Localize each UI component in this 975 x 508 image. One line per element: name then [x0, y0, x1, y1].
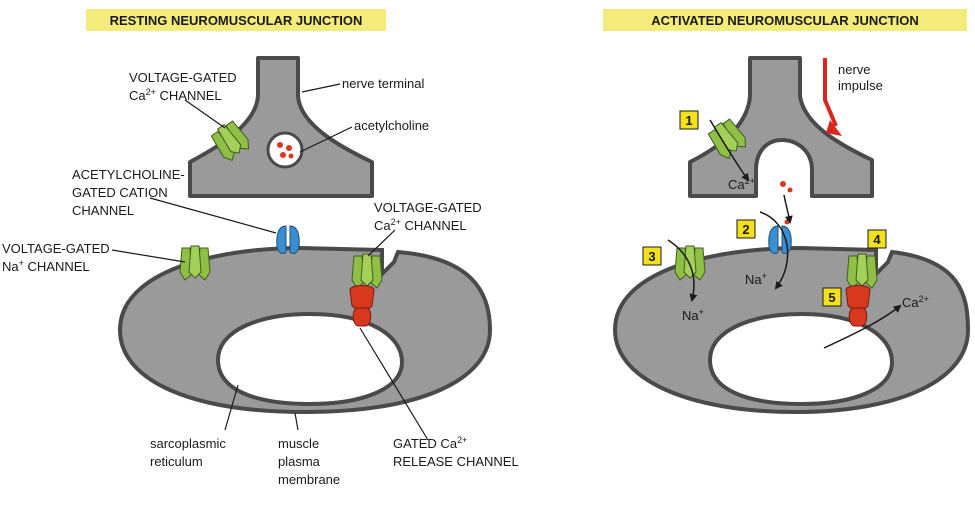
label-nerve-impulse-line2: impulse — [838, 78, 883, 93]
svg-text:3: 3 — [648, 249, 655, 264]
label-muscle-line3: membrane — [278, 472, 340, 487]
svg-text:4: 4 — [873, 232, 881, 247]
svg-text:2: 2 — [742, 222, 749, 237]
voltage-gated-ca-channel-muscle — [351, 253, 383, 289]
step-badge-2: 2 — [736, 219, 756, 239]
right-title-background — [603, 9, 967, 31]
leader-lines-left — [111, 83, 429, 441]
left-nerve-terminal — [188, 56, 374, 198]
label-na-ion-ach: Na+ — [745, 271, 767, 287]
step-badge-4: 4 — [867, 229, 887, 249]
label-vg-ca-nerve-line1: VOLTAGE-GATED — [129, 70, 237, 85]
label-ach-gated-line2: GATED CATION — [72, 185, 168, 200]
step-badge-5: 5 — [822, 287, 842, 307]
left-muscle-cell — [117, 245, 493, 415]
label-vg-na-line2: Na+ CHANNEL — [2, 258, 90, 274]
label-ach-gated-line3: CHANNEL — [72, 203, 134, 218]
acetylcholine-molecules — [277, 142, 294, 159]
left-panel: RESTING NEUROMUSCULAR JUNCTION VOLT — [2, 9, 519, 487]
step5-ca-release-channel — [845, 285, 871, 327]
label-ach-gated-line1: ACETYLCHOLINE- — [72, 167, 185, 182]
voltage-gated-na-channel — [179, 245, 211, 281]
right-title: ACTIVATED NEUROMUSCULAR JUNCTION — [651, 13, 918, 28]
label-na-ion-channel: Na+ — [682, 307, 704, 323]
label-muscle-line2: plasma — [278, 454, 321, 469]
right-muscle-cell — [612, 245, 971, 415]
svg-text:5: 5 — [828, 290, 835, 305]
label-vg-ca-muscle-line2: Ca2+ CHANNEL — [374, 217, 467, 233]
left-title-background — [86, 9, 386, 31]
svg-text:1: 1 — [685, 113, 692, 128]
label-ca-ion-nerve: Ca2+ — [728, 176, 755, 192]
ion-flow-arrows — [667, 119, 902, 349]
label-gated-ca-line2: RELEASE CHANNEL — [393, 454, 519, 469]
synaptic-vesicle — [266, 131, 304, 169]
step-badge-3: 3 — [642, 246, 662, 266]
label-ca-ion-release: Ca2+ — [902, 294, 929, 310]
step3-na-channel — [674, 245, 706, 281]
step4-ca-channel — [846, 253, 878, 289]
label-vg-na-line1: VOLTAGE-GATED — [2, 241, 110, 256]
label-nerve-terminal: nerve terminal — [342, 76, 424, 91]
label-sarcoplasmic-line2: reticulum — [150, 454, 203, 469]
label-vg-ca-muscle-line1: VOLTAGE-GATED — [374, 200, 482, 215]
label-gated-ca-line1: GATED Ca2+ — [393, 435, 467, 451]
label-vg-ca-nerve-line2: Ca2+ CHANNEL — [129, 87, 222, 103]
nerve-impulse-arrow-icon — [823, 58, 838, 127]
label-sarcoplasmic-line1: sarcoplasmic — [150, 436, 226, 451]
right-panel: ACTIVATED NEUROMUSCULAR JUNCTION 1 — [603, 9, 971, 415]
label-acetylcholine: acetylcholine — [354, 118, 429, 133]
left-title: RESTING NEUROMUSCULAR JUNCTION — [110, 13, 363, 28]
nerve-impulse-arrowhead-icon — [826, 120, 842, 136]
label-muscle-line1: muscle — [278, 436, 319, 451]
step-badge-1: 1 — [679, 110, 699, 130]
label-nerve-impulse-line1: nerve — [838, 62, 871, 77]
gated-ca-release-channel — [349, 285, 375, 327]
